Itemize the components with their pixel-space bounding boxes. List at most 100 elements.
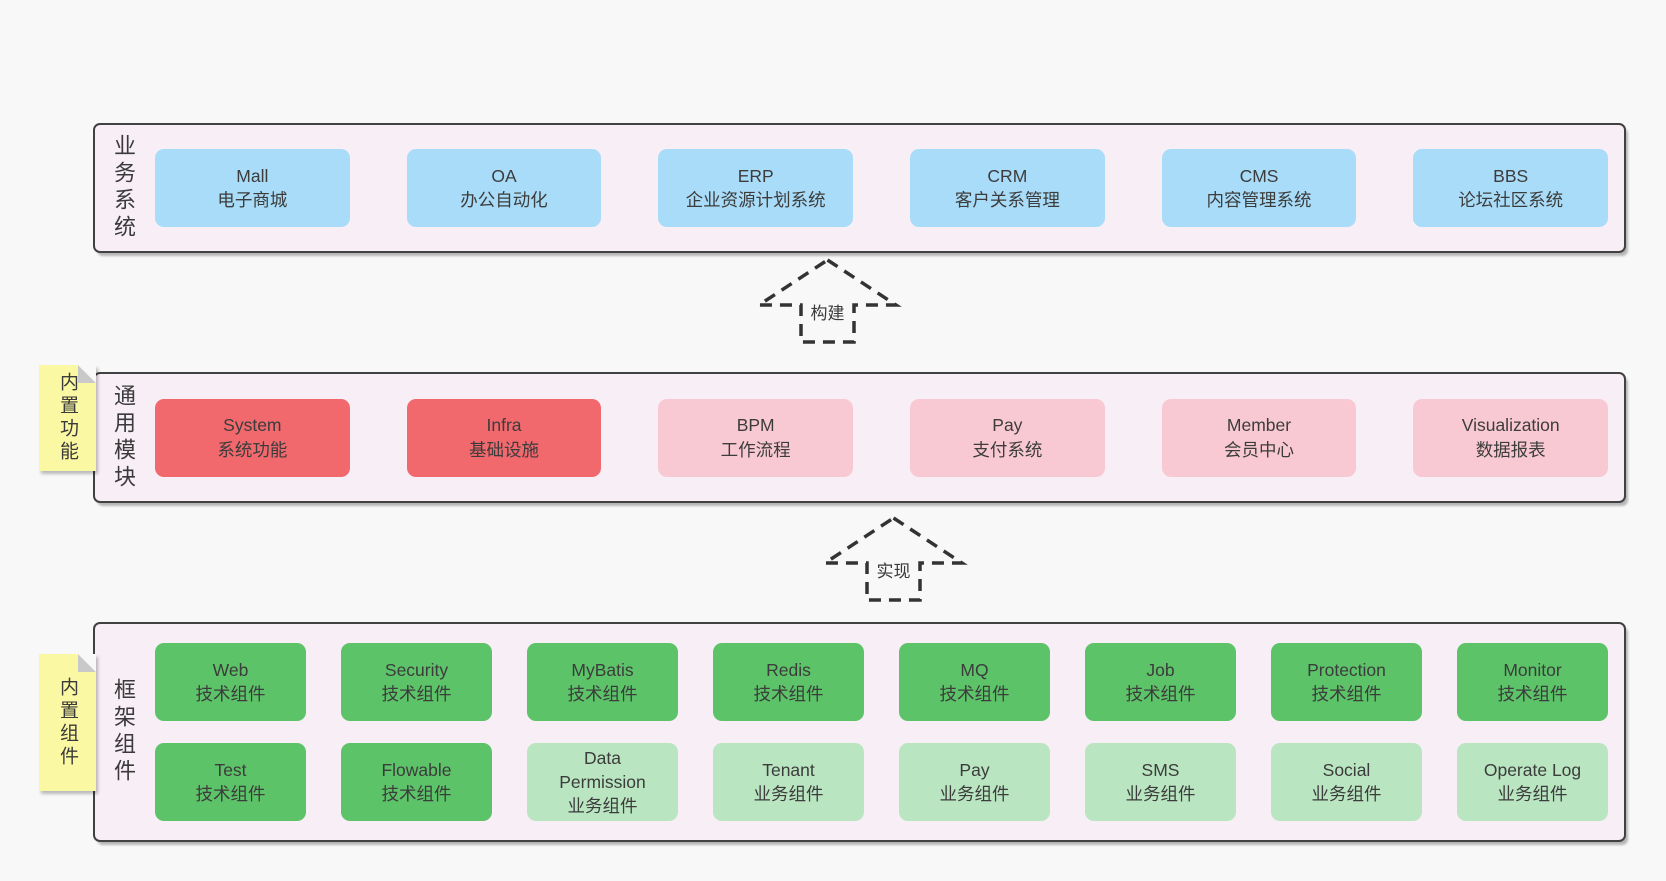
box-subtitle: 技术组件 bbox=[195, 784, 266, 804]
business-boxes-row: Mall 电子商城 OA 办公自动化 ERP 企业资源计划系统 CRM 客户关系管理 CMS 内容… bbox=[155, 149, 1609, 227]
note-built-in-functions-label: 内置功能 bbox=[57, 372, 78, 464]
box-subtitle: 技术组件 bbox=[195, 684, 266, 704]
box-mybatis: MyBatis 技术组件 bbox=[527, 643, 678, 721]
box-title: Flowable bbox=[381, 759, 452, 780]
box-operate-log: Operate Log 业务组件 bbox=[1457, 743, 1608, 821]
box-visualization: Visualization 数据报表 bbox=[1413, 398, 1609, 477]
box-subtitle: 办公自动化 bbox=[460, 190, 548, 210]
up-arrow-icon: 实现 bbox=[819, 515, 968, 602]
box-title: Visualization bbox=[1461, 415, 1560, 436]
box-sms: SMS 业务组件 bbox=[1085, 743, 1236, 821]
box-subtitle: 数据报表 bbox=[1475, 439, 1546, 460]
box-erp: ERP 企业资源计划系统 bbox=[658, 149, 854, 227]
box-subtitle: 基础设施 bbox=[469, 439, 539, 460]
note-built-in-components: 内置组件 bbox=[39, 654, 96, 791]
box-subtitle: 客户关系管理 bbox=[954, 190, 1060, 210]
panel-components-side-label: 框架组件 bbox=[111, 678, 136, 786]
box-title: SMS bbox=[1141, 759, 1180, 780]
box-mq: MQ 技术组件 bbox=[899, 643, 1050, 721]
box-subtitle: 工作流程 bbox=[720, 439, 791, 460]
box-subtitle: 业务组件 bbox=[753, 784, 824, 804]
box-title: Monitor bbox=[1503, 659, 1562, 680]
box-title: Pay bbox=[959, 759, 990, 780]
box-subtitle: 技术组件 bbox=[1311, 684, 1382, 704]
box-subtitle: 技术组件 bbox=[939, 684, 1010, 704]
box-tenant: Tenant 业务组件 bbox=[713, 743, 864, 821]
box-protection: Protection 技术组件 bbox=[1271, 643, 1422, 721]
box-monitor: Monitor 技术组件 bbox=[1457, 643, 1608, 721]
box-data-permission: Data Permission 业务组件 bbox=[527, 743, 678, 821]
box-title: BPM bbox=[736, 415, 775, 436]
box-subtitle: 技术组件 bbox=[567, 684, 638, 704]
box-subtitle: 业务组件 bbox=[567, 796, 638, 817]
box-subtitle: 业务组件 bbox=[1497, 784, 1568, 804]
box-title: CRM bbox=[987, 165, 1028, 186]
box-subtitle: 技术组件 bbox=[1125, 684, 1196, 704]
box-title: Web bbox=[212, 659, 249, 680]
box-title: Data Permission bbox=[559, 747, 646, 792]
box-title: OA bbox=[491, 165, 517, 186]
box-subtitle: 业务组件 bbox=[939, 784, 1010, 804]
box-security: Security 技术组件 bbox=[341, 643, 492, 721]
up-arrow-icon: 构建 bbox=[753, 257, 902, 344]
box-title: MQ bbox=[960, 659, 989, 680]
box-subtitle: 电子商城 bbox=[217, 190, 288, 210]
box-social: Social 业务组件 bbox=[1271, 743, 1422, 821]
box-subtitle: 内容管理系统 bbox=[1206, 190, 1312, 210]
box-test: Test 技术组件 bbox=[155, 743, 306, 821]
box-title: Tenant bbox=[762, 759, 815, 780]
box-flowable: Flowable 技术组件 bbox=[341, 743, 492, 821]
box-subtitle: 论坛社区系统 bbox=[1458, 190, 1564, 210]
box-web: Web 技术组件 bbox=[155, 643, 306, 721]
box-title: ERP bbox=[737, 165, 774, 186]
box-title: CMS bbox=[1239, 165, 1279, 186]
box-subtitle: 技术组件 bbox=[753, 684, 824, 704]
panel-modules-side-label: 通用模块 bbox=[111, 383, 136, 492]
box-title: Infra bbox=[486, 415, 522, 436]
box-title: Test bbox=[214, 759, 247, 780]
box-mall: Mall 电子商城 bbox=[155, 149, 350, 227]
box-bpm: BPM 工作流程 bbox=[658, 398, 854, 477]
box-crm: CRM 客户关系管理 bbox=[910, 149, 1105, 227]
box-title: Operate Log bbox=[1483, 759, 1582, 780]
box-title: Pay bbox=[992, 415, 1023, 436]
implement-arrow-label: 实现 bbox=[877, 562, 911, 581]
note-built-in-functions: 内置功能 bbox=[39, 365, 96, 471]
box-subtitle: 支付系统 bbox=[972, 439, 1043, 460]
box-subtitle: 系统功能 bbox=[217, 439, 288, 460]
box-subtitle: 技术组件 bbox=[381, 784, 452, 804]
box-title: Member bbox=[1226, 415, 1292, 436]
box-subtitle: 技术组件 bbox=[381, 684, 452, 704]
build-arrow-label: 构建 bbox=[811, 304, 845, 323]
box-subtitle: 业务组件 bbox=[1311, 784, 1382, 804]
box-pay: Pay 业务组件 bbox=[899, 743, 1050, 821]
box-oa: OA 办公自动化 bbox=[406, 149, 602, 227]
box-subtitle: 业务组件 bbox=[1125, 784, 1196, 804]
box-title: Social bbox=[1322, 759, 1371, 780]
box-subtitle: 技术组件 bbox=[1497, 684, 1568, 704]
box-subtitle: 企业资源计划系统 bbox=[685, 190, 826, 210]
box-title: MyBatis bbox=[571, 659, 634, 680]
box-title: Protection bbox=[1307, 659, 1386, 680]
box-title: System bbox=[223, 415, 282, 436]
box-title: BBS bbox=[1493, 165, 1529, 186]
box-cms: CMS 内容管理系统 bbox=[1161, 149, 1357, 227]
panel-business-systems: 业务系统 Mall 电子商城 OA 办公自动化 ERP 企业资源计划系统 CRM 客户关系管理… bbox=[93, 123, 1626, 253]
box-job: Job 技术组件 bbox=[1085, 643, 1236, 721]
box-title: Mall bbox=[236, 165, 269, 186]
box-infra: Infra 基础设施 bbox=[406, 398, 602, 477]
box-system: System 系统功能 bbox=[155, 398, 350, 477]
panel-common-modules: 通用模块 System 系统功能 Infra 基础设施 BPM 工作流程 Pay 支付系统 Me… bbox=[93, 372, 1626, 503]
box-title: Job bbox=[1146, 659, 1175, 680]
box-pay: Pay 支付系统 bbox=[910, 398, 1105, 477]
box-title: Security bbox=[384, 659, 449, 680]
build-arrow: 构建 bbox=[753, 256, 902, 346]
panel-business-side-label: 业务系统 bbox=[111, 134, 136, 242]
